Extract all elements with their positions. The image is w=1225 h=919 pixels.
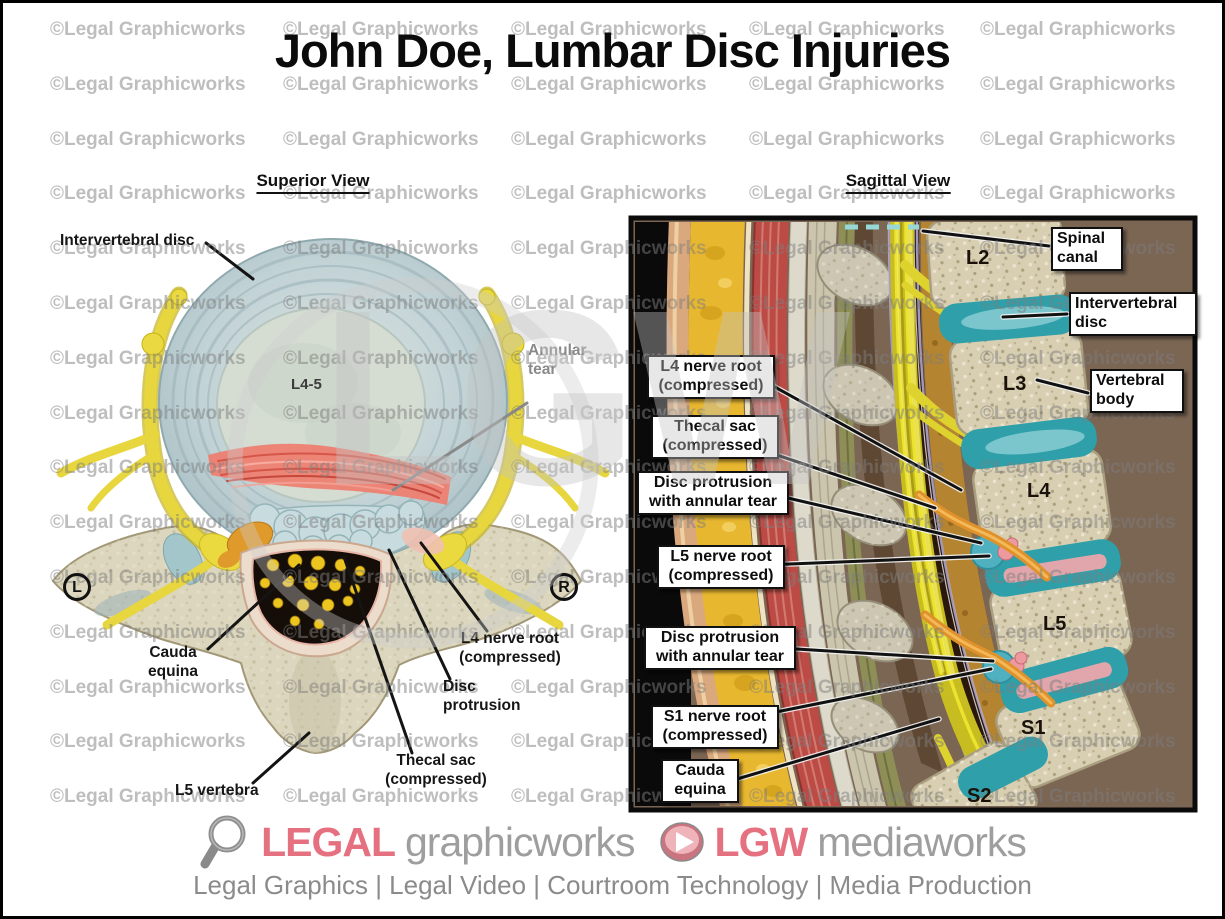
label-thecal-sac-superior: Thecal sac (compressed)	[385, 752, 487, 789]
label-l4-nerve-root-sagittal: L4 nerve root (compressed)	[647, 355, 775, 399]
cauda-equina-rootlets	[259, 553, 366, 630]
ligamentum-flavum-strip	[920, 222, 1035, 793]
cauda-equina-bundle	[890, 222, 989, 765]
vertebra-label-l4: L4	[1027, 480, 1051, 502]
label-disc-protrusion-l5-s1: Disc protrusion with annular tear	[644, 626, 796, 670]
label-l5-vertebra: L5 vertebra	[175, 782, 259, 799]
label-disc-protrusion-superior: Disc protrusion	[443, 678, 521, 715]
superior-leader-lines	[204, 241, 529, 785]
label-s1-nerve-root: S1 nerve root (compressed)	[651, 705, 779, 749]
vertebra-label-l2: L2	[966, 247, 990, 269]
orientation-right-marker: R	[550, 573, 578, 601]
label-annular-tear: Annular tear	[528, 342, 587, 379]
label-l4-nerve-root-superior: L4 nerve root (compressed)	[459, 630, 561, 667]
ligament-layer	[807, 222, 886, 806]
vertebra-label-s1: S1	[1021, 717, 1046, 739]
fascia-layer	[788, 222, 859, 806]
label-l5-nerve-root: L5 nerve root (compressed)	[657, 545, 785, 589]
superior-view-illustration	[51, 238, 610, 785]
vertebra-label-s2: S2	[967, 785, 992, 807]
label-layer: Intervertebral disc Annular tear L4-5 L …	[3, 3, 1222, 916]
sagittal-panel-border	[628, 215, 1198, 813]
label-thecal-sac-sagittal: Thecal sac (compressed)	[651, 415, 779, 459]
orientation-left-marker: L	[63, 573, 91, 601]
label-intervertebral-disc-superior: Intervertebral disc	[60, 232, 195, 249]
vertebra-label-l5: L5	[1043, 613, 1067, 635]
compressed-nerve-roots	[914, 490, 1056, 708]
sagittal-leader-lines	[734, 228, 1091, 782]
label-disc-level-l4-5: L4-5	[291, 376, 322, 393]
label-spinal-canal: Spinal canal	[1051, 227, 1123, 271]
label-cauda-equina-sagittal: Cauda equina	[661, 759, 739, 803]
label-vertebral-body: Vertebral body	[1090, 369, 1184, 413]
label-disc-protrusion-l4-l5: Disc protrusion with annular tear	[637, 471, 789, 515]
label-intervertebral-disc-sagittal: Intervertebral disc	[1069, 292, 1197, 336]
label-cauda-equina-superior: Cauda equina	[148, 644, 198, 681]
vertebra-label-l3: L3	[1003, 373, 1027, 395]
spinal-nerves	[56, 286, 610, 630]
